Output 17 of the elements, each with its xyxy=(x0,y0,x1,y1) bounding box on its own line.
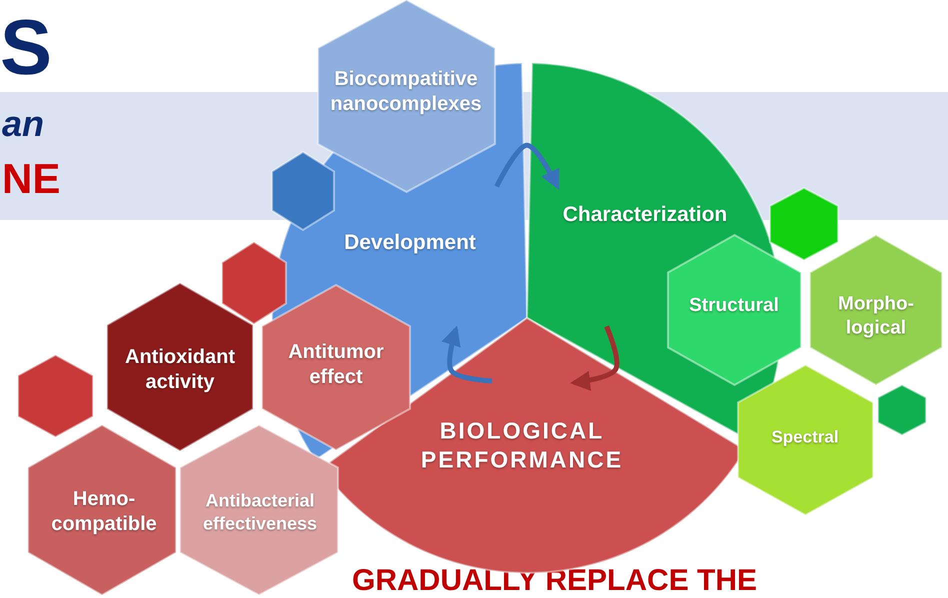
sector-label: Development xyxy=(343,230,477,256)
hexagon-label: Hemo- compatible xyxy=(50,487,158,537)
hexagon-label: Antitumor effect xyxy=(287,340,385,390)
subheading-fragment: an xyxy=(2,106,44,142)
curved-arrow xyxy=(442,325,492,384)
sector-label: Characterization xyxy=(562,202,728,228)
hexagon-label: Biocompatitive nanocomplexes xyxy=(329,67,483,117)
hexagon-label: Spectral xyxy=(770,426,840,448)
curved-arrow xyxy=(570,325,620,391)
hexagon-label: Antioxidant activity xyxy=(124,345,236,395)
headline-text: GRADUALLY REPLACE THE xyxy=(352,566,758,596)
hexagon-label: Antibacterial effectiveness xyxy=(202,490,318,534)
hexagon-label: Morpho- logical xyxy=(837,292,915,340)
subheading-fragment: NE xyxy=(2,158,60,200)
hexagon-label: Structural xyxy=(688,294,780,318)
heading-fragment: S xyxy=(0,8,52,86)
sector-label: BIOLOGICAL PERFORMANCE xyxy=(420,416,624,474)
